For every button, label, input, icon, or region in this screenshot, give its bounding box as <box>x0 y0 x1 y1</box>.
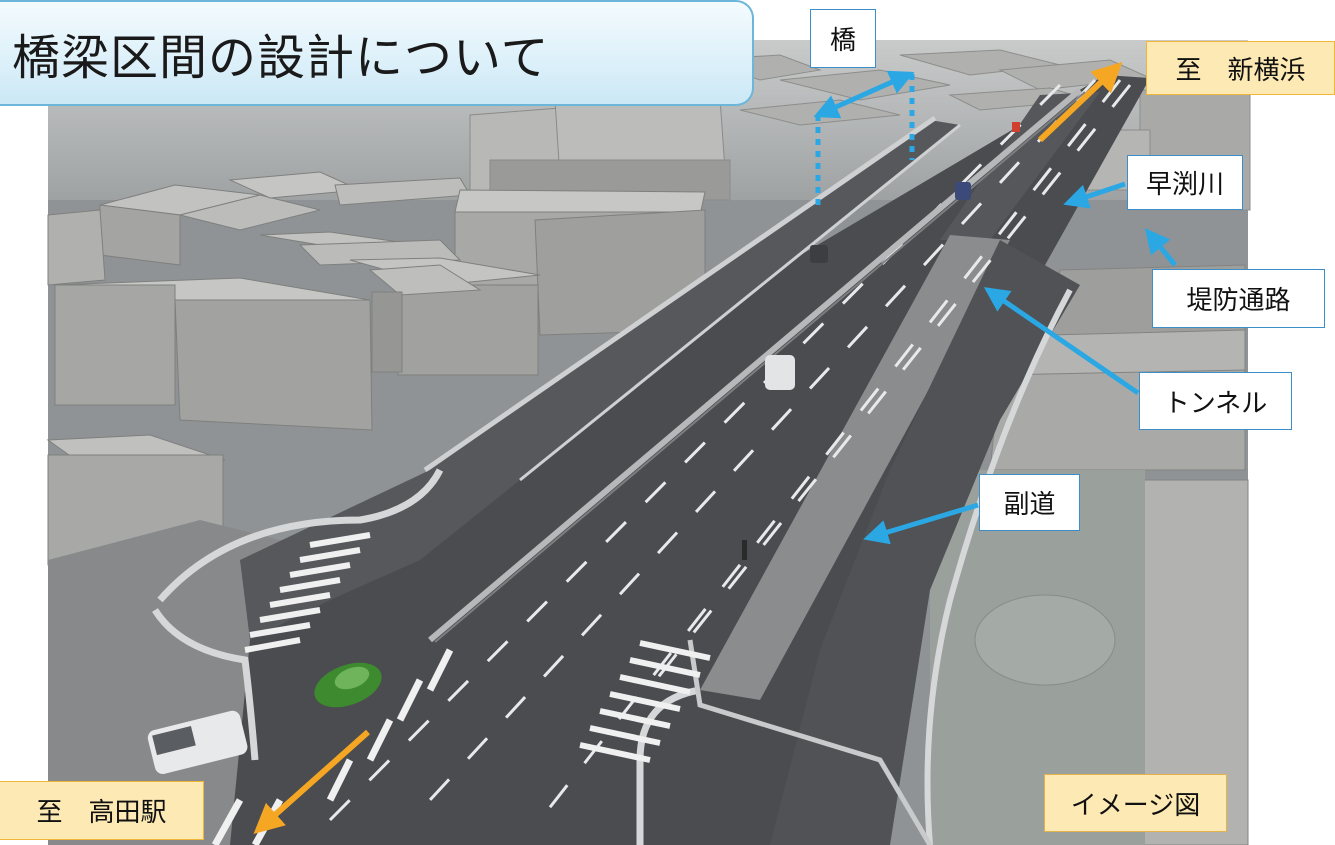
label-to-shinyokohama: 至 新横浜 <box>1146 41 1335 95</box>
vehicle-red-car <box>1012 122 1020 132</box>
label-bridge-text: 橋 <box>829 26 856 56</box>
median-guardrail-edge <box>434 91 1086 643</box>
label-side-road-text: 副道 <box>1003 490 1056 520</box>
label-hayabuchi-river-text: 早渕川 <box>1145 170 1224 200</box>
label-tunnel: トンネル <box>1139 372 1292 430</box>
vehicle-green-car <box>314 662 382 708</box>
curb-left <box>152 608 259 761</box>
building-block-upper <box>469 97 731 201</box>
label-side-road: 副道 <box>979 474 1080 531</box>
label-image-note: イメージ図 <box>1044 774 1227 832</box>
page-title: 橋梁区間の設計について <box>12 30 550 86</box>
arrow-tunnel <box>983 287 1140 396</box>
vehicle-blue-car <box>955 182 971 200</box>
vehicle-dark-car <box>810 245 828 263</box>
label-bridge: 橋 <box>810 9 876 68</box>
left-frontage-road <box>157 115 961 640</box>
pedestrian <box>742 540 747 560</box>
side-road <box>770 240 1080 845</box>
label-to-takata-station: 至 高田駅 <box>0 781 204 840</box>
vehicle-white-van <box>147 710 248 774</box>
arrow-hayabuchi-river <box>1063 181 1126 209</box>
arrow-embankment-road <box>1144 228 1177 267</box>
label-to-takata-station-text: 至 高田駅 <box>36 798 167 828</box>
label-tunnel-text: トンネル <box>1163 388 1268 419</box>
median-guardrail <box>428 87 1082 643</box>
title-banner: 橋梁区間の設計について <box>0 0 754 106</box>
arrow-to-shinyokohama <box>1037 61 1123 143</box>
vehicle-white-car <box>765 355 795 390</box>
crosswalk-right <box>579 640 711 763</box>
arrow-side-road <box>863 502 979 545</box>
roundabout-shape <box>974 594 1116 686</box>
label-hayabuchi-river: 早渕川 <box>1127 155 1243 210</box>
label-embankment-road-text: 堤防通路 <box>1186 286 1291 316</box>
label-to-shinyokohama-text: 至 新横浜 <box>1175 55 1306 86</box>
bridge-span-indicator <box>813 70 915 210</box>
crosswalk-left <box>244 532 371 653</box>
label-embankment-road: 堤防通路 <box>1152 269 1325 328</box>
label-image-note-text: イメージ図 <box>1070 790 1201 821</box>
arrow-to-takata <box>253 729 370 834</box>
